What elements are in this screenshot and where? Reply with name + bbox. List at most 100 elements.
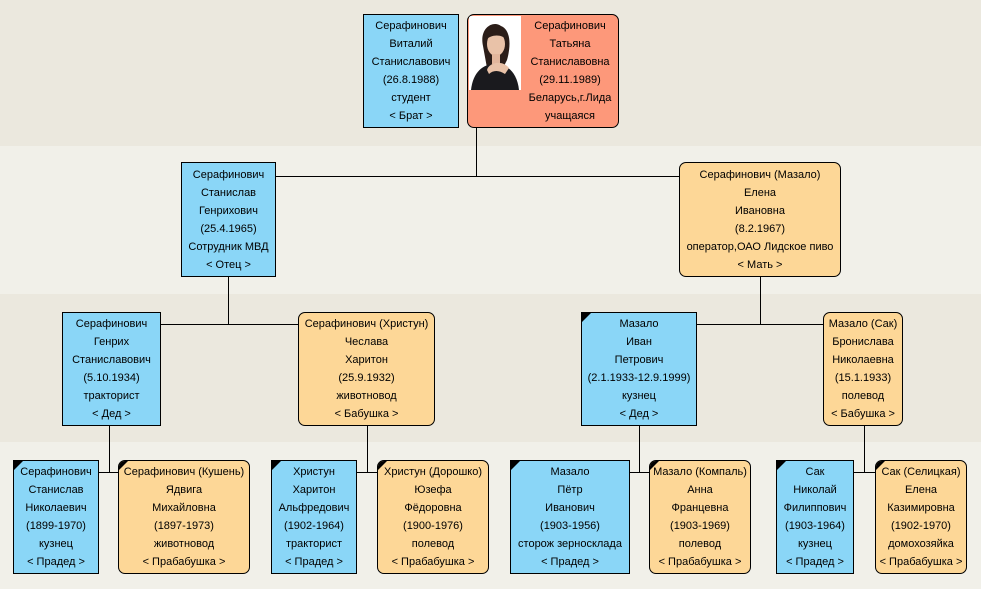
person-card-great-grandfather-2[interactable]: Христун Харитон Альфредович (1902-1964) … (271, 460, 357, 574)
person-card-great-grandmother-1[interactable]: Серафинович (Кушень) Ядвига Михайловна (… (118, 460, 250, 574)
card-line: Николай (793, 484, 837, 496)
card-line: сторож зерносклада (518, 538, 622, 550)
card-line: < Мать > (737, 258, 783, 271)
card-line: (1902-1964) (284, 520, 344, 532)
card-line: полевод (411, 538, 455, 550)
connector-father-down (228, 277, 229, 324)
card-line: Михайловна (152, 502, 216, 514)
card-line: Станислав (28, 484, 84, 496)
expand-marker-icon[interactable] (378, 461, 387, 470)
connector-paternal-grandparents (160, 324, 299, 325)
card-line: < Прабабушка > (142, 556, 226, 568)
card-line: животновод (153, 538, 215, 550)
card-line: Христун (293, 466, 335, 478)
connector-ggp-3 (629, 472, 650, 473)
card-line: Ядвига (165, 484, 203, 496)
person-card-great-grandfather-1[interactable]: Серафинович Станислав Николаевич (1899-1… (13, 460, 99, 574)
card-line: (5.10.1934) (83, 372, 140, 384)
connector-ggp-4 (853, 472, 876, 473)
card-line: Мазало (Сак) (828, 318, 898, 330)
card-line: полевод (841, 390, 885, 402)
card-line: Генрих (93, 336, 130, 348)
person-card-self[interactable]: Серафинович Татьяна Станиславовна (29.11… (467, 14, 619, 128)
card-line: Альфредович (278, 502, 350, 514)
card-line: < Дед > (92, 408, 131, 420)
person-card-brother[interactable]: Серафинович Виталий Станиславович (26.8.… (363, 14, 459, 128)
person-card-great-grandmother-4[interactable]: Сак (Селицкая) Елена Казимировна (1902-1… (875, 460, 967, 574)
card-line: Серафинович (20, 466, 92, 478)
card-line: (1899-1970) (26, 520, 86, 532)
card-line: Бронислава (832, 336, 894, 348)
card-line: Чеслава (344, 336, 389, 348)
person-card-great-grandmother-2[interactable]: Христун (Дорошко) Юзефа Фёдоровна (1900-… (377, 460, 489, 574)
card-line: Сотрудник МВД (188, 240, 269, 253)
card-line: Мазало (550, 466, 590, 478)
card-line: Казимировна (887, 502, 955, 514)
card-line: животновод (336, 390, 397, 402)
person-card-grandfather-maternal[interactable]: Мазало Иван Петрович (2.1.1933-12.9.1999… (581, 312, 697, 426)
card-line: Сак (Селицкая) (881, 466, 961, 478)
person-card-grandmother-paternal[interactable]: Серафинович (Христун) Чеслава Харитон (2… (298, 312, 435, 426)
card-line: < Дед > (619, 408, 659, 420)
expand-marker-icon[interactable] (14, 461, 23, 470)
card-line: Харитон (345, 354, 388, 366)
card-line: (25.4.1965) (200, 222, 257, 235)
card-line: Елена (743, 186, 777, 199)
card-line: < Прадед > (541, 556, 599, 568)
card-line: Анна (687, 484, 713, 496)
card-line: Харитон (292, 484, 336, 496)
connector-ggp-1 (98, 472, 119, 473)
card-line: Станиславович (72, 354, 151, 366)
card-line: Серафинович (Мазало) (699, 168, 821, 181)
card-line: Юзефа (414, 484, 452, 496)
card-line: Иванович (545, 502, 595, 514)
card-line: Татьяна (549, 38, 591, 50)
card-line: Иван (626, 336, 652, 348)
expand-marker-icon[interactable] (777, 461, 786, 470)
card-line: Фёдоровна (404, 502, 462, 514)
connector-ggp-2 (356, 472, 378, 473)
card-line: Станиславович (371, 56, 451, 68)
card-line: Николаевич (25, 502, 87, 514)
portrait-image (469, 16, 521, 90)
card-line: (1903-1969) (670, 520, 730, 532)
card-line: < Отец > (206, 258, 251, 271)
connector-parents (275, 176, 680, 177)
card-line: (2.1.1933-12.9.1999) (587, 372, 691, 384)
connector-gm-maternal-down (864, 426, 865, 472)
person-photo (469, 16, 521, 90)
card-line: Сак (805, 466, 825, 478)
connector-gm-paternal-down (367, 426, 368, 472)
card-line: < Прабабушка > (879, 556, 963, 568)
card-line: Серафинович (534, 20, 606, 32)
person-card-grandmother-maternal[interactable]: Мазало (Сак) Бронислава Николаевна (15.1… (823, 312, 903, 426)
card-line: полевод (678, 538, 722, 550)
card-line: Беларусь,г.Лида (528, 92, 612, 104)
expand-marker-icon[interactable] (876, 461, 885, 470)
expand-marker-icon[interactable] (511, 461, 520, 470)
person-card-father[interactable]: Серафинович Станислав Генрихович (25.4.1… (181, 162, 276, 277)
card-line: Николаевна (832, 354, 894, 366)
card-line: Филиппович (783, 502, 847, 514)
card-line: Станиславовна (530, 56, 610, 68)
person-card-great-grandfather-3[interactable]: Мазало Пётр Иванович (1903-1956) сторож … (510, 460, 630, 574)
expand-marker-icon[interactable] (119, 461, 128, 470)
expand-marker-icon[interactable] (582, 313, 591, 322)
card-line: кузнец (39, 538, 73, 550)
person-card-grandfather-paternal[interactable]: Серафинович Генрих Станиславович (5.10.1… (62, 312, 161, 426)
card-line: тракторист (285, 538, 343, 550)
card-line: < Прадед > (27, 556, 85, 568)
card-line: Ивановна (735, 204, 785, 217)
expand-marker-icon[interactable] (650, 461, 659, 470)
card-line: Серафинович (Кушень) (123, 466, 245, 478)
person-card-great-grandfather-4[interactable]: Сак Николай Филиппович (1903-1964) кузне… (776, 460, 854, 574)
person-card-mother[interactable]: Серафинович (Мазало) Елена Ивановна (8.2… (679, 162, 841, 277)
expand-marker-icon[interactable] (272, 461, 281, 470)
person-card-great-grandmother-3[interactable]: Мазало (Компаль) Анна Францевна (1903-19… (649, 460, 751, 574)
card-line: Мазало (619, 318, 659, 330)
card-line: < Прадед > (285, 556, 343, 568)
card-line: < Бабушка > (334, 408, 399, 420)
card-line: Петрович (614, 354, 664, 366)
card-line: (26.8.1988) (382, 74, 440, 86)
card-line: кузнец (798, 538, 832, 550)
